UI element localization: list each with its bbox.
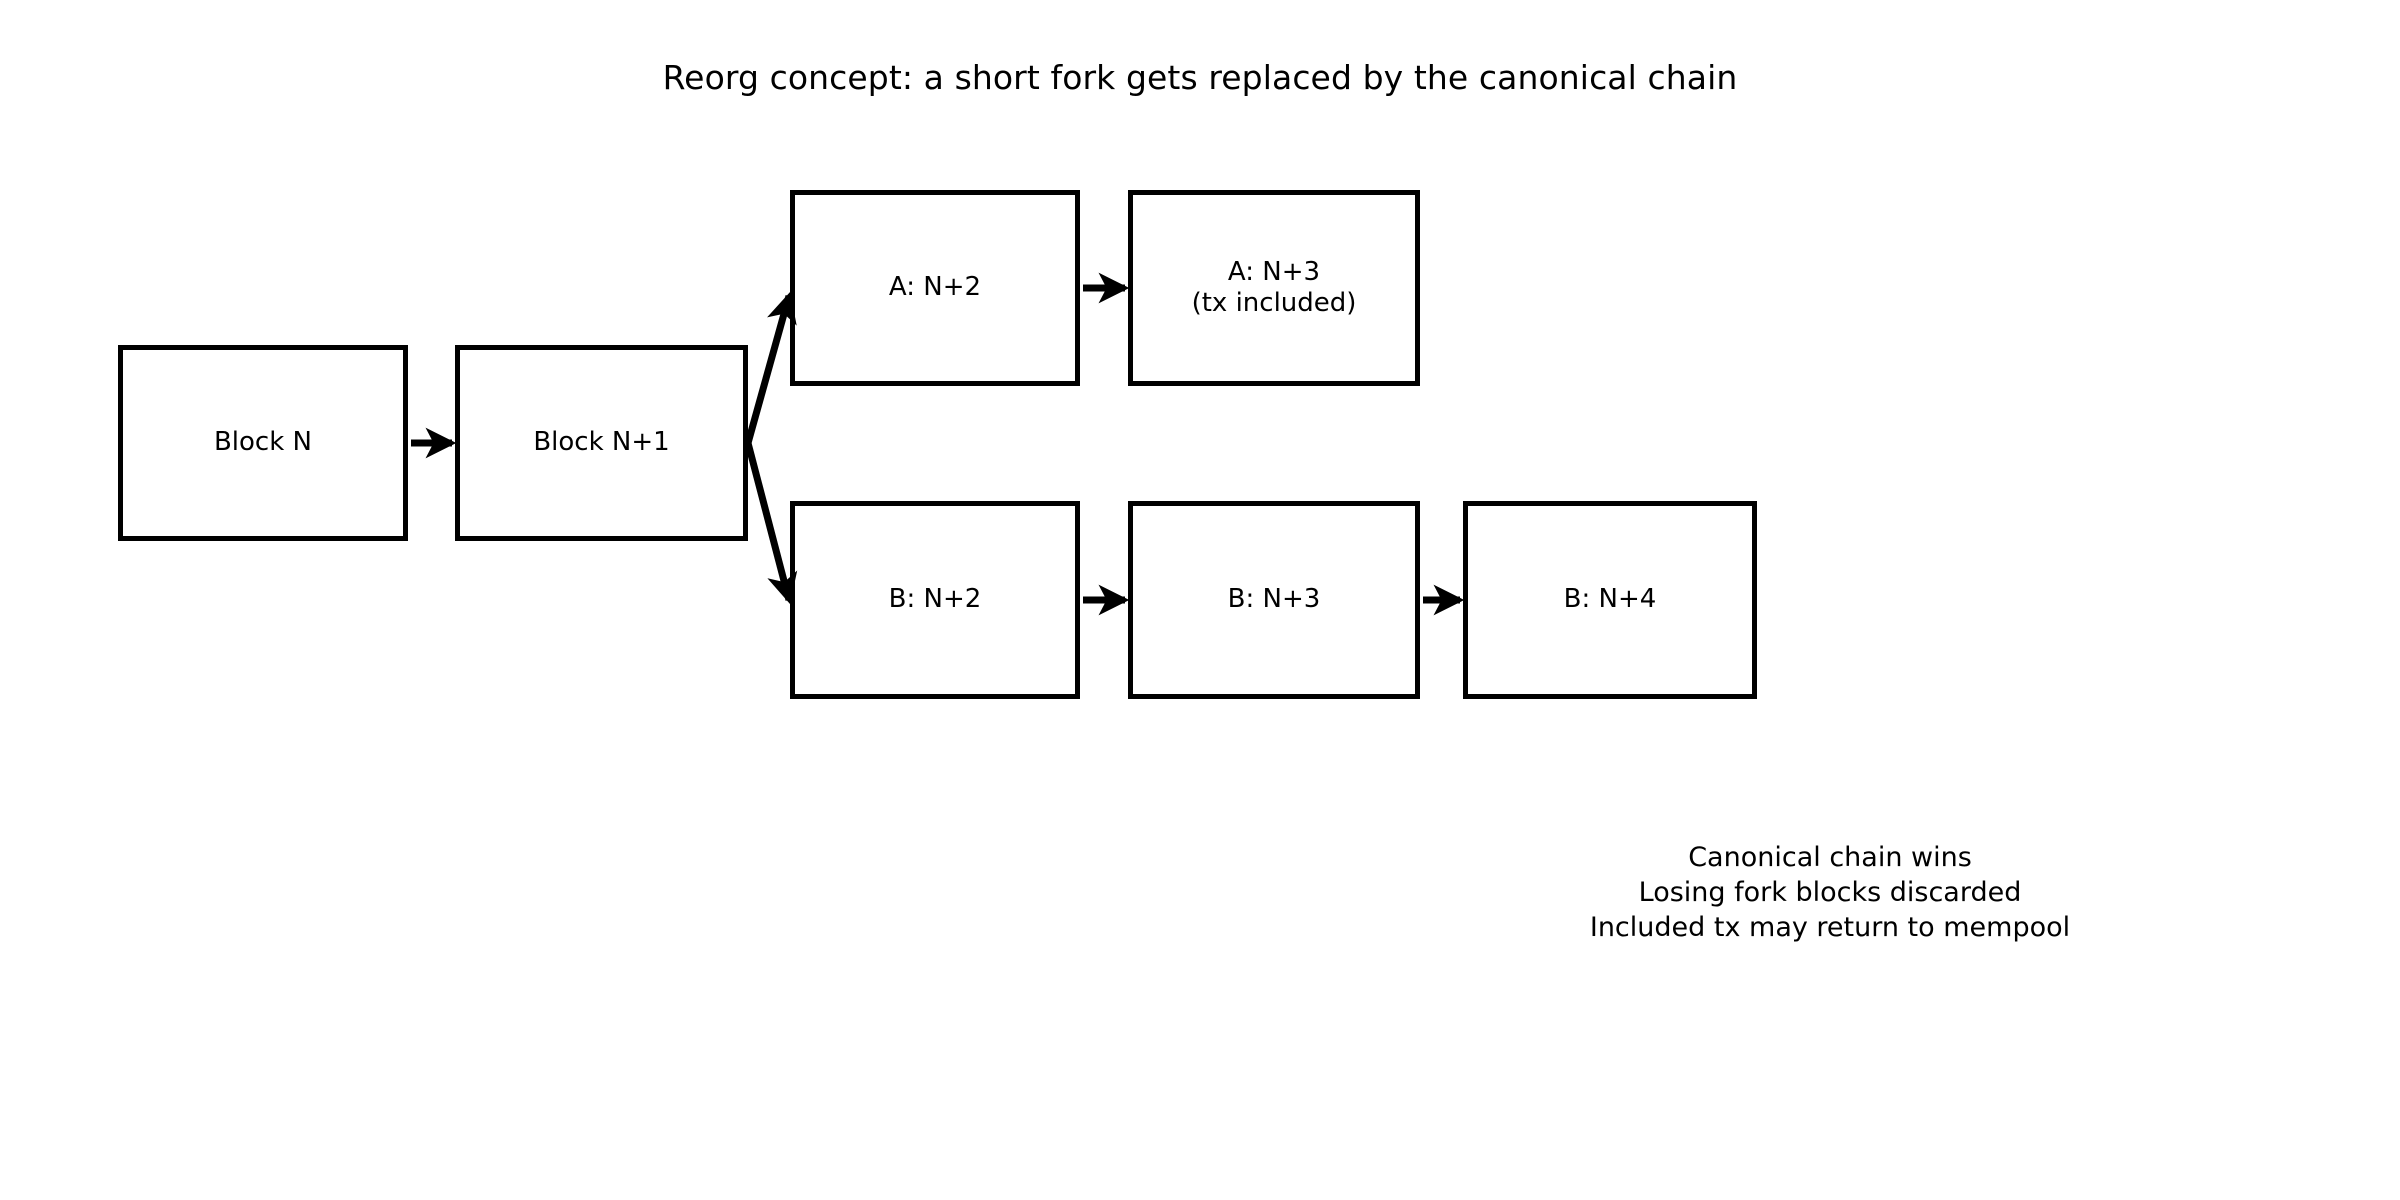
block-fork-b-n-plus-2[interactable]: B: N+2 — [790, 501, 1080, 699]
block-label: A: N+3 (tx included) — [1191, 256, 1357, 318]
block-base-n-plus-1[interactable]: Block N+1 — [455, 345, 748, 541]
caption-line-1: Canonical chain wins — [1688, 842, 1972, 873]
block-fork-b-n-plus-3[interactable]: B: N+3 — [1128, 501, 1420, 699]
arrow-fork-down-icon — [744, 442, 798, 605]
block-fork-a-n-plus-3[interactable]: A: N+3 (tx included) — [1128, 190, 1420, 386]
block-label: A: N+2 — [888, 272, 982, 303]
block-label: B: N+4 — [1563, 584, 1657, 615]
block-label: B: N+3 — [1227, 584, 1321, 615]
caption-line-3: Included tx may return to mempool — [1589, 912, 2071, 943]
block-fork-a-n-plus-2[interactable]: A: N+2 — [790, 190, 1080, 386]
block-label: B: N+2 — [888, 584, 982, 615]
page-title: Reorg concept: a short fork gets replace… — [662, 58, 1738, 97]
block-label: Block N+1 — [533, 427, 670, 458]
block-base-n[interactable]: Block N — [118, 345, 408, 541]
block-label: Block N — [213, 427, 313, 458]
caption-line-2: Losing fork blocks discarded — [1638, 877, 2022, 908]
arrow-fork-up-icon — [744, 291, 797, 444]
summary-caption: Canonical chain wins Losing fork blocks … — [1430, 840, 2230, 945]
block-fork-b-n-plus-4[interactable]: B: N+4 — [1463, 501, 1757, 699]
